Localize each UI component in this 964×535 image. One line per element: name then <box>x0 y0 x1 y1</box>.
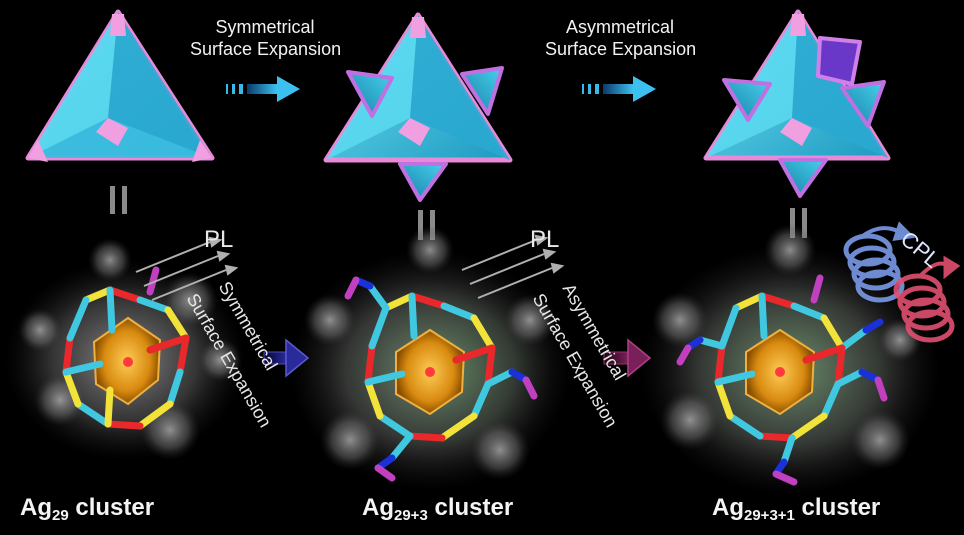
caption-ag29-3-1-suffix: cluster <box>794 494 881 521</box>
expanded-solid-3 <box>703 9 891 198</box>
equals-mark-2 <box>418 210 435 240</box>
caption-ag29-3: Ag29+3 cluster <box>362 494 513 524</box>
pl-label-1: PL <box>204 226 234 253</box>
cpl-helix-blue <box>843 221 916 303</box>
step2-label: Asymmetrical Surface Expansion <box>545 16 697 60</box>
top-arrow-1 <box>226 76 300 102</box>
pl-rays-2 <box>461 234 565 299</box>
cpl-helix-red <box>893 255 961 343</box>
step2-line2: Surface Expansion <box>545 39 697 59</box>
caption-ag29-suffix: cluster <box>68 494 155 521</box>
equals-mark-1 <box>110 186 127 214</box>
caption-ag29-base: Ag <box>20 494 52 521</box>
equals-mark-3 <box>790 208 807 238</box>
caption-ag29-3-base: Ag <box>362 494 394 521</box>
mid-arrow-1 <box>263 338 310 378</box>
step1-line1: Symmetrical <box>215 17 315 37</box>
top-arrow-2 <box>582 76 656 102</box>
caption-ag29-3-sub: 29+3 <box>394 507 428 524</box>
caption-ag29: Ag29 cluster <box>20 494 154 524</box>
cluster-ag29 <box>5 238 245 460</box>
pl-rays-1 <box>135 236 239 301</box>
caption-ag29-3-suffix: cluster <box>427 494 514 521</box>
pl-label-2: PL <box>530 226 560 253</box>
step1-line2: Surface Expansion <box>190 39 342 59</box>
caption-ag29-sub: 29 <box>52 507 69 524</box>
cluster-ag29-3-1 <box>640 224 940 495</box>
caption-ag29-3-1-base: Ag <box>712 494 744 521</box>
cluster-ag29-3 <box>290 226 570 490</box>
expanded-solid-2 <box>323 12 513 202</box>
mid-arrow-2 <box>603 338 652 378</box>
tetrahedron-solid-1 <box>25 9 215 162</box>
step2-line1: Asymmetrical <box>565 17 674 37</box>
step1-label: Symmetrical Surface Expansion <box>190 16 342 60</box>
caption-ag29-3-1: Ag29+3+1 cluster <box>712 494 880 524</box>
caption-ag29-3-1-sub: 29+3+1 <box>744 507 795 524</box>
